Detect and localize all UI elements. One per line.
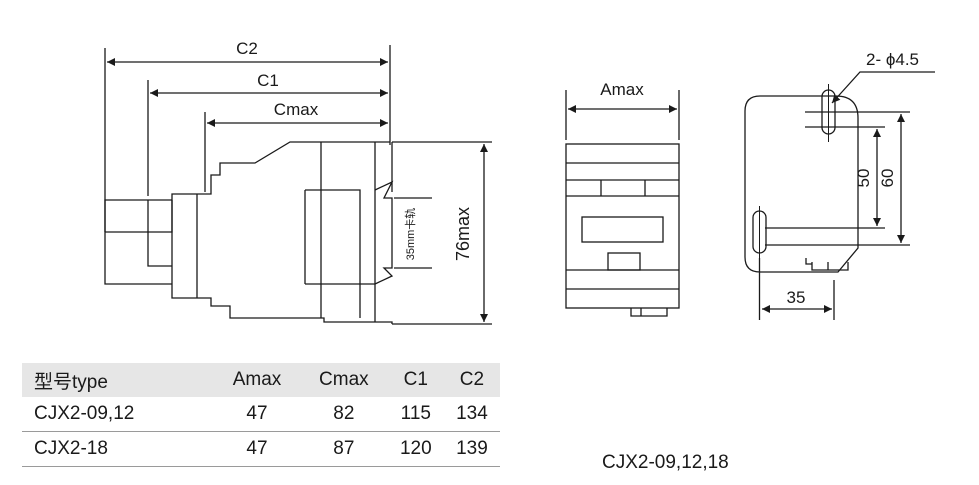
header-amax: Amax (232, 369, 282, 390)
back-view (744, 71, 935, 320)
cmax-label: Cmax (274, 100, 319, 119)
cell-c2: 134 (456, 403, 488, 424)
header-cmax: Cmax (319, 369, 369, 390)
header-c1: C1 (403, 369, 428, 390)
height-label: 76max (453, 207, 473, 261)
header-c2: C2 (459, 369, 485, 390)
table-header-row: 型号type Amax Cmax C1 C2 (22, 363, 500, 397)
cell-model: CJX2-18 (34, 438, 108, 459)
dim-35-label: 35 (787, 288, 806, 307)
cell-c2: 139 (456, 438, 488, 459)
cell-c1: 115 (400, 403, 431, 424)
cell-cmax: 87 (333, 438, 355, 459)
side-view (104, 45, 492, 325)
rail-label: 35mm卡轨 (403, 208, 417, 261)
cell-amax: 47 (246, 438, 268, 459)
c1-label: C1 (257, 71, 279, 90)
dimension-table: 型号type Amax Cmax C1 C2 CJX2-09,12 47 82 … (22, 363, 500, 467)
front-view (565, 90, 680, 317)
amax-label: Amax (600, 80, 644, 99)
cell-amax: 47 (246, 403, 268, 424)
dim-60-label: 60 (878, 169, 897, 188)
table-row: CJX2-09,12 47 82 115 134 (22, 397, 500, 432)
dim-50-label: 50 (854, 169, 873, 188)
model-caption: CJX2-09,12,18 (602, 452, 729, 473)
cell-cmax: 82 (333, 403, 355, 424)
cell-c1: 120 (399, 438, 432, 459)
cell-model: CJX2-09,12 (34, 403, 135, 424)
c2-label: C2 (236, 39, 258, 58)
holes-label: 2- ϕ4.5 (866, 50, 919, 69)
table-row: CJX2-18 47 87 120 139 (22, 432, 500, 467)
header-model: 型号type (34, 371, 108, 393)
